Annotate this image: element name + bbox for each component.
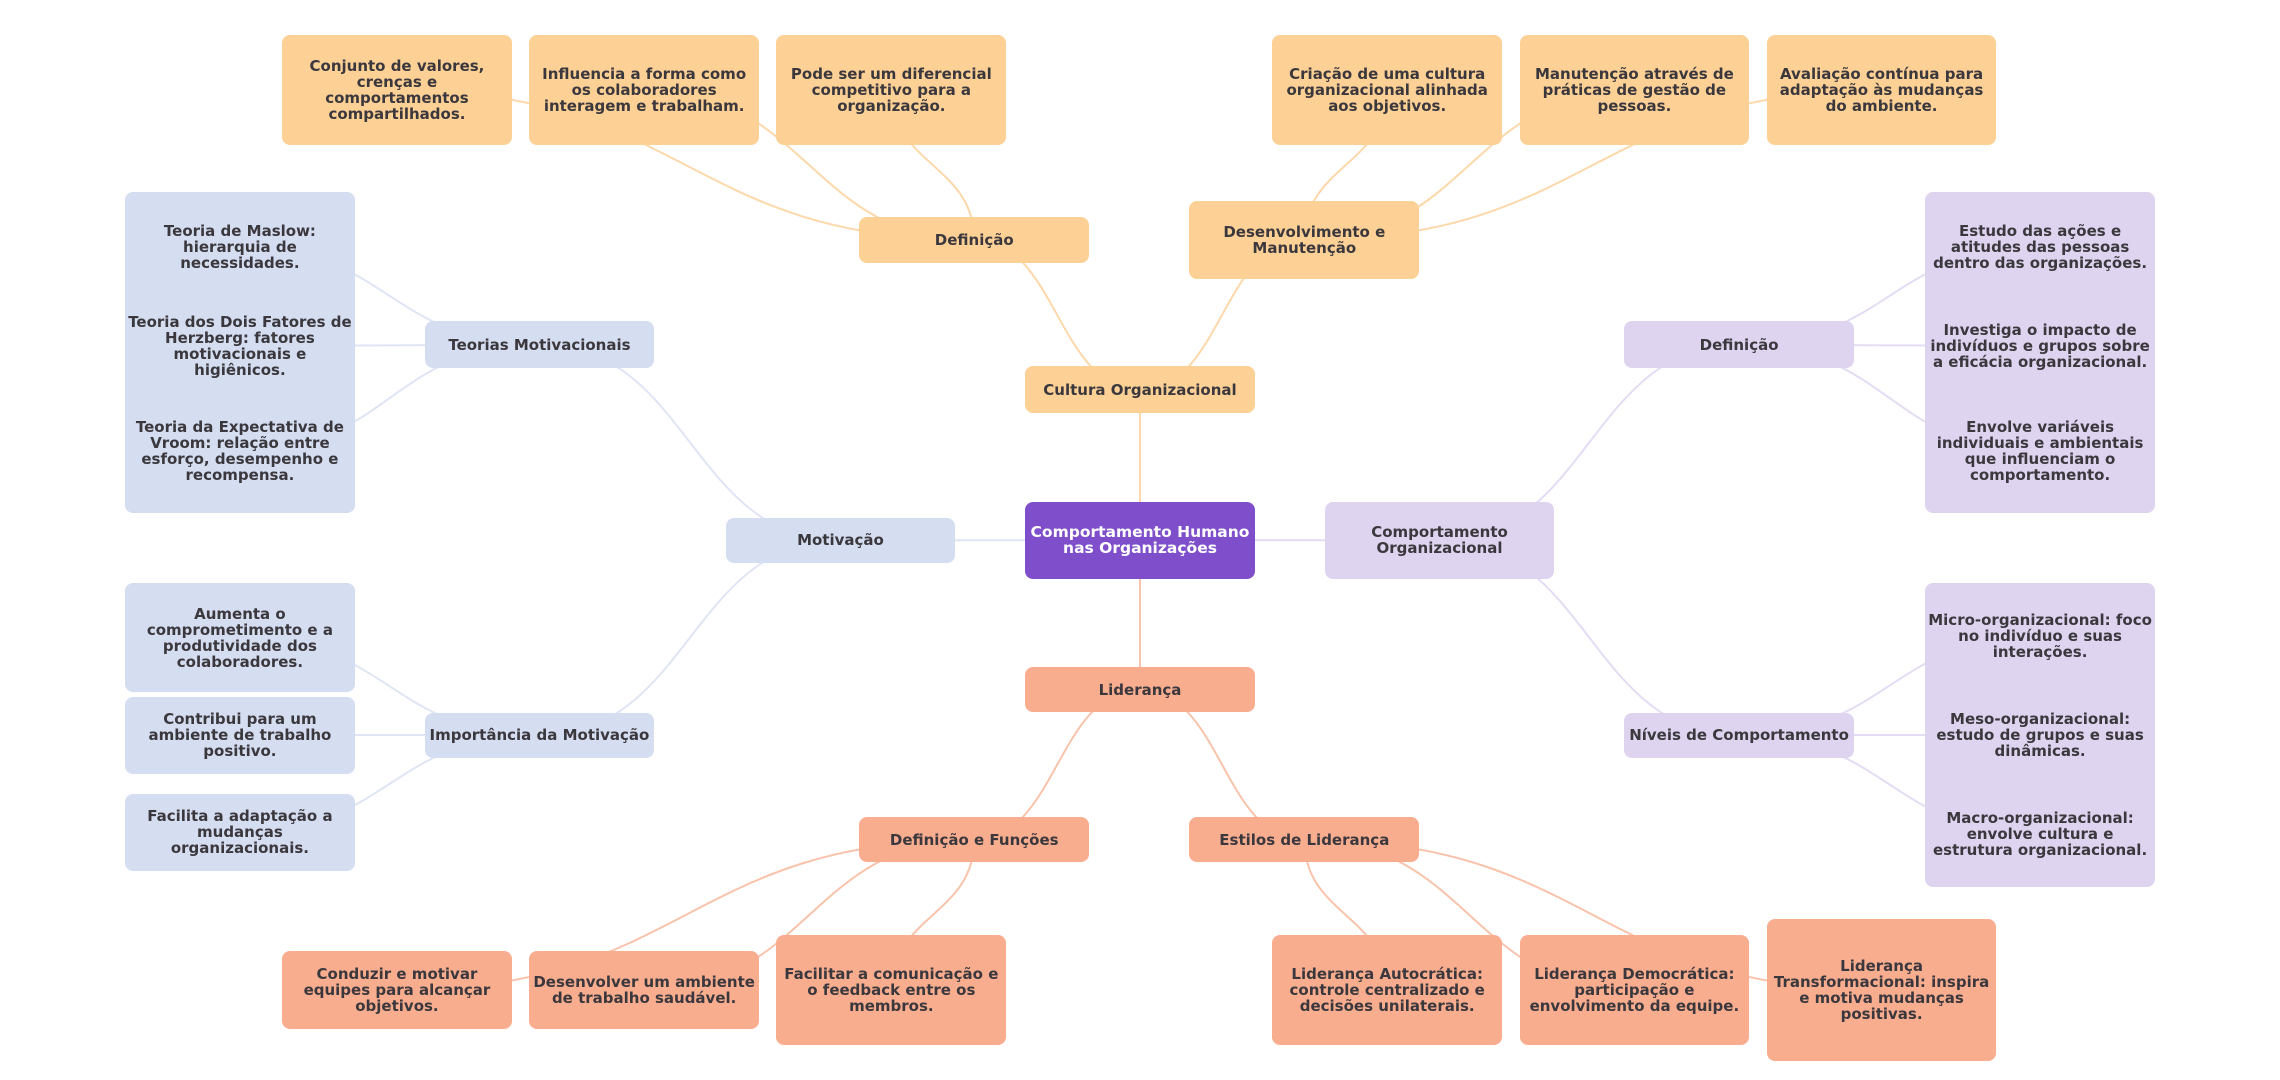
central-topic[interactable]: Comportamento Humano nas Organizações: [1025, 501, 1255, 579]
leaf-node[interactable]: Envolve variáveis individuais e ambienta…: [1925, 389, 2155, 514]
leaf-node-label: Aumenta o comprometimento e a produtivid…: [146, 604, 333, 671]
leaf-node-label: Conjunto de valores, crenças e comportam…: [309, 57, 485, 124]
leaf-node[interactable]: Pode ser um diferencial competitivo para…: [776, 34, 1007, 146]
subtopic-node[interactable]: Níveis de Comportamento: [1624, 712, 1854, 758]
leaf-node-label: Micro-organizacional: foco no indivíduo …: [1928, 611, 2152, 662]
leaf-node[interactable]: Estudo das ações e atitudes das pessoas …: [1925, 191, 2155, 303]
subtopic-node[interactable]: Definição: [859, 216, 1090, 264]
leaf-node-label: Avaliação contínua para adaptação às mud…: [1779, 65, 1984, 116]
leaf-node-label: Liderança Autocrática: controle centrali…: [1289, 965, 1485, 1016]
leaf-node-label: Influencia a forma como os colaboradores…: [542, 65, 747, 116]
branch-node-label: Liderança: [1098, 680, 1182, 699]
subtopic-node[interactable]: Teorias Motivacionais: [424, 321, 655, 368]
branch-node-label: Comportamento Organizacional: [1371, 523, 1508, 558]
leaf-node-label: Macro-organizacional: envolve cultura e …: [1932, 808, 2148, 859]
leaf-node-label: Investiga o impacto de indivíduos e grup…: [1930, 321, 2150, 372]
subtopic-node-label: Teorias Motivacionais: [448, 335, 631, 354]
branch-node-label: Cultura Organizacional: [1043, 380, 1237, 399]
subtopic-node-label: Definição e Funções: [889, 830, 1059, 849]
leaf-node-label: Teoria de Maslow: hierarquia de necessid…: [163, 222, 316, 273]
leaf-node-label: Teoria da Expectativa de Vroom: relação …: [135, 418, 344, 485]
leaf-node-label: Envolve variáveis individuais e ambienta…: [1936, 418, 2144, 485]
leaf-node-label: Desenvolver um ambiente de trabalho saud…: [533, 973, 755, 1008]
leaf-node[interactable]: Desenvolver um ambiente de trabalho saud…: [529, 950, 760, 1030]
leaf-node[interactable]: Facilitar a comunicação e o feedback ent…: [776, 934, 1007, 1046]
leaf-node-label: Facilita a adaptação a mudanças organiza…: [147, 807, 333, 858]
branch-node[interactable]: Comportamento Organizacional: [1324, 501, 1555, 579]
leaf-node[interactable]: Criação de uma cultura organizacional al…: [1272, 34, 1503, 146]
leaf-node[interactable]: Liderança Transformacional: inspira e mo…: [1766, 918, 1997, 1062]
leaf-node[interactable]: Teoria de Maslow: hierarquia de necessid…: [125, 191, 355, 303]
leaf-node-label: Teoria dos Dois Fatores de Herzberg: fat…: [128, 313, 352, 380]
leaf-node[interactable]: Manutenção através de práticas de gestão…: [1519, 34, 1750, 146]
subtopic-node-label: Desenvolvimento e Manutenção: [1223, 222, 1386, 257]
subtopic-node-label: Definição: [1699, 335, 1779, 354]
leaf-node[interactable]: Teoria dos Dois Fatores de Herzberg: fat…: [125, 302, 355, 390]
leaf-node[interactable]: Conduzir e motivar equipes para alcançar…: [282, 950, 512, 1030]
leaf-node[interactable]: Investiga o impacto de indivíduos e grup…: [1925, 302, 2155, 390]
edge-branch-sub: [539, 343, 841, 542]
leaf-node[interactable]: Meso-organizacional: estudo de grupos e …: [1925, 689, 2155, 781]
leaf-node-label: Criação de uma cultura organizacional al…: [1286, 65, 1488, 116]
subtopic-node[interactable]: Desenvolvimento e Manutenção: [1189, 200, 1420, 280]
leaf-node[interactable]: Micro-organizacional: foco no indivíduo …: [1925, 583, 2155, 690]
leaf-node[interactable]: Aumenta o comprometimento e a produtivid…: [125, 583, 355, 693]
leaf-node[interactable]: Contribui para um ambiente de trabalho p…: [125, 696, 355, 774]
edge-branch-sub: [539, 539, 841, 737]
subtopic-node-label: Definição: [934, 230, 1014, 249]
leaf-node-label: Contribui para um ambiente de trabalho p…: [148, 710, 332, 761]
subtopic-node-label: Níveis de Comportamento: [1629, 726, 1849, 745]
branch-node[interactable]: Liderança: [1025, 667, 1255, 713]
leaf-node-label: Meso-organizacional: estudo de grupos e …: [1936, 710, 2144, 761]
subtopic-node[interactable]: Importância da Motivação: [424, 712, 655, 758]
leaf-node[interactable]: Conjunto de valores, crenças e comportam…: [282, 34, 512, 146]
subtopic-node[interactable]: Estilos de Liderança: [1189, 817, 1420, 863]
branch-node[interactable]: Motivação: [725, 517, 956, 563]
branch-node-label: Motivação: [797, 531, 884, 550]
leaf-node-label: Manutenção através de práticas de gestão…: [1534, 65, 1734, 116]
subtopic-node[interactable]: Definição e Funções: [859, 817, 1090, 863]
leaf-node-label: Conduzir e motivar equipes para alcançar…: [303, 965, 491, 1016]
leaf-node-label: Liderança Democrática: participação e en…: [1529, 965, 1740, 1016]
leaf-node[interactable]: Macro-organizacional: envolve cultura e …: [1925, 780, 2155, 887]
leaf-node[interactable]: Liderança Autocrática: controle centrali…: [1272, 934, 1503, 1046]
leaf-node-label: Estudo das ações e atitudes das pessoas …: [1933, 222, 2148, 273]
leaf-node[interactable]: Facilita a adaptação a mudanças organiza…: [125, 793, 355, 871]
leaf-node-label: Facilitar a comunicação e o feedback ent…: [784, 965, 999, 1016]
branch-node[interactable]: Cultura Organizacional: [1025, 366, 1255, 413]
leaf-node[interactable]: Liderança Democrática: participação e en…: [1519, 934, 1750, 1046]
subtopic-node[interactable]: Definição: [1624, 321, 1854, 368]
leaf-node[interactable]: Teoria da Expectativa de Vroom: relação …: [125, 389, 355, 514]
leaf-node-label: Liderança Transformacional: inspira e mo…: [1773, 957, 1990, 1024]
subtopic-node-label: Importância da Motivação: [429, 726, 650, 745]
leaf-node[interactable]: Avaliação contínua para adaptação às mud…: [1766, 34, 1997, 146]
central-topic-label: Comportamento Humano nas Organizações: [1030, 523, 1250, 558]
leaf-node[interactable]: Influencia a forma como os colaboradores…: [529, 34, 760, 146]
leaf-node-label: Pode ser um diferencial competitivo para…: [790, 65, 992, 116]
subtopic-node-label: Estilos de Liderança: [1219, 830, 1390, 849]
